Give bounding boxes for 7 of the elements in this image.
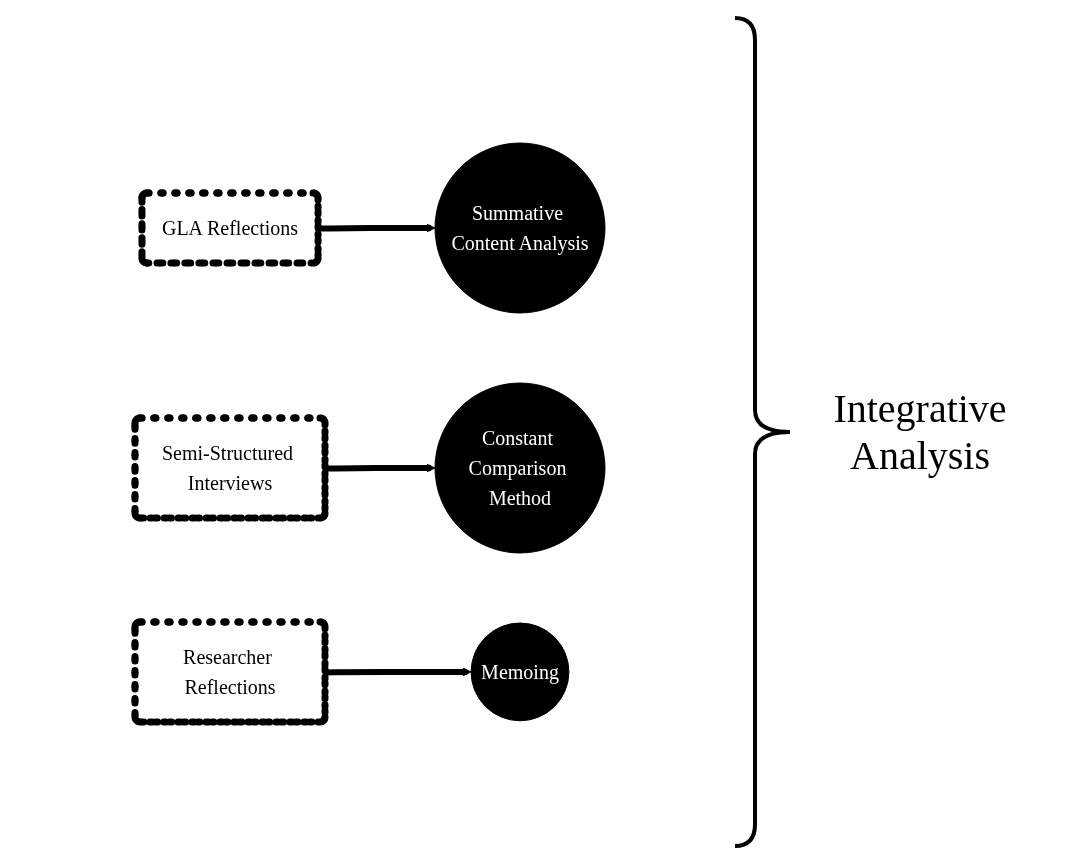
arrow [325, 463, 436, 472]
node-circle: Summative Content Analysis [434, 142, 606, 314]
node-circle: Constant Comparison Method [434, 382, 606, 554]
arrow [325, 667, 472, 676]
group-label: Integrative Analysis [832, 385, 1008, 479]
arrow [318, 223, 436, 232]
node-circle: Memoing [470, 622, 570, 721]
